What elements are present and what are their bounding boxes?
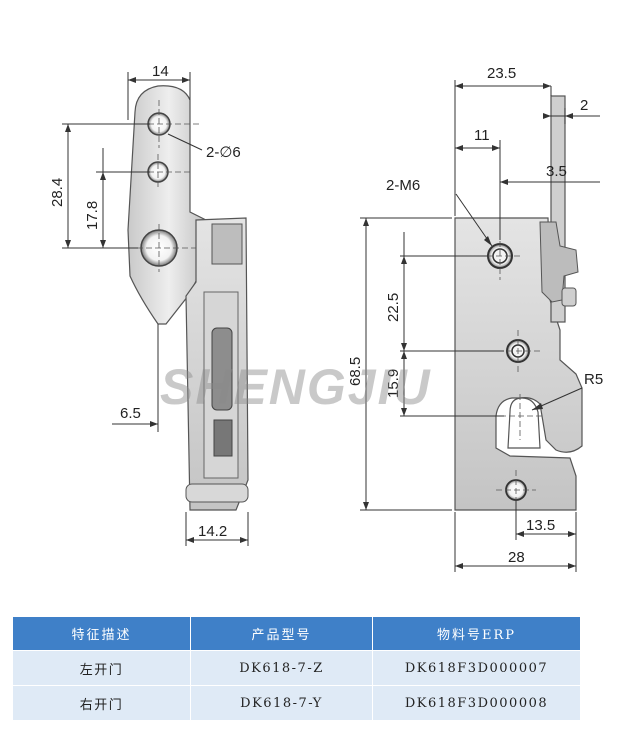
dim-hole-spacing: 17.8 [84, 201, 101, 230]
header-feature: 特征描述 [12, 616, 191, 651]
dim-overall-height: 28.4 [49, 178, 66, 207]
dim-radius: R5 [584, 371, 603, 388]
technical-drawing: 14 2-∅6 28.4 17.8 6.5 14.2 [49, 63, 603, 572]
cell-erp: DK618F3D000008 [372, 685, 581, 721]
left-spring-block [211, 327, 233, 411]
dim-thread: 2-M6 [386, 177, 420, 194]
left-pivot-pin [185, 483, 249, 503]
dim-spacing-upper: 22.5 [385, 293, 402, 322]
cell-model: DK618-7-Z [190, 650, 373, 686]
dim-base-width-right: 28 [508, 549, 525, 566]
cell-feature: 左开门 [12, 650, 191, 686]
dim-holes-diameter: 2-∅6 [206, 144, 241, 161]
right-bracket [539, 221, 579, 303]
spec-table: 特征描述 产品型号 物料号ERP 左开门 DK618-7-Z DK618F3D0… [12, 616, 581, 721]
dim-spacing-lower: 15.9 [385, 369, 402, 398]
cell-model: DK618-7-Y [190, 685, 373, 721]
cell-feature: 右开门 [12, 685, 191, 721]
table-header-row: 特征描述 产品型号 物料号ERP [12, 616, 581, 651]
dim-offset: 6.5 [120, 405, 141, 422]
right-pin [561, 287, 577, 307]
cell-erp: DK618F3D000007 [372, 650, 581, 686]
right-slot [507, 397, 541, 449]
table-row: 右开门 DK618-7-Y DK618F3D000008 [12, 685, 581, 721]
left-view: 14 2-∅6 28.4 17.8 6.5 14.2 [49, 63, 249, 546]
dim-plate-thickness: 2 [580, 97, 588, 114]
header-erp: 物料号ERP [372, 616, 581, 651]
dim-edge-offset: 3.5 [546, 163, 567, 180]
header-model: 产品型号 [190, 616, 373, 651]
table-row: 左开门 DK618-7-Z DK618F3D000007 [12, 650, 581, 686]
right-view: 23.5 2 11 3.5 2-M6 22.5 68.5 15.9 R5 13.… [347, 65, 603, 572]
watermark: SHENGJIU [160, 359, 432, 415]
left-cam [211, 223, 243, 265]
dim-base-width: 14.2 [198, 523, 227, 540]
dim-overall-width: 23.5 [487, 65, 516, 82]
dim-top-width: 14 [152, 63, 169, 80]
dim-hole-offset: 11 [474, 127, 490, 144]
left-spring-block-2 [213, 419, 233, 457]
dim-total-height: 68.5 [347, 357, 364, 386]
dim-slot-width: 13.5 [526, 517, 555, 534]
